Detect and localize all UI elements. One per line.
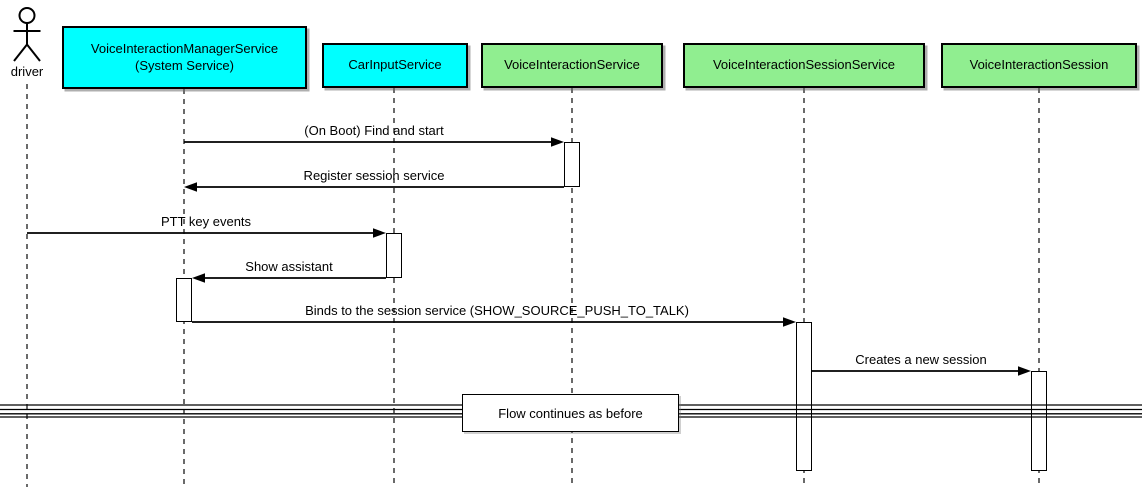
- participant-box-voiceinteractionservice: VoiceInteractionService: [481, 43, 663, 88]
- activation-bar-voiceinteractionsessionservice: [796, 322, 812, 471]
- message-arrow-register-session-service: [184, 182, 564, 192]
- divider-label-box: Flow continues as before: [462, 394, 679, 432]
- message-arrow-show-assistant: [192, 273, 386, 283]
- message-label-creates-a-new-session: Creates a new session: [855, 352, 987, 367]
- message-arrow-ptt-key-events: [27, 228, 386, 238]
- actor-label: driver: [10, 64, 44, 79]
- participant-box-carinputservice: CarInputService: [322, 43, 468, 88]
- message-label-show-assistant: Show assistant: [245, 259, 333, 274]
- activation-bar-voiceinteractionmanagerservice: [176, 278, 192, 322]
- participant-box-voiceinteractionmanagerservice: VoiceInteractionManagerService (System S…: [62, 26, 307, 89]
- activation-bar-voiceinteractionservice: [564, 142, 580, 187]
- participant-label: VoiceInteractionManagerService: [90, 40, 279, 56]
- message-label-ptt-key-events: PTT key events: [160, 214, 252, 229]
- participant-sublabel: (System Service): [135, 57, 234, 73]
- activation-bar-carinputservice: [386, 233, 402, 278]
- participant-label: VoiceInteractionSessionService: [712, 57, 896, 73]
- message-arrow-creates-a-new-session: [812, 366, 1031, 376]
- participant-label: VoiceInteractionSession: [969, 57, 1109, 73]
- participant-label: VoiceInteractionService: [504, 57, 640, 73]
- message-arrow-binds-to-session-service: [192, 317, 796, 327]
- participant-label: CarInputService: [348, 57, 442, 73]
- divider-label-text: Flow continues as before: [498, 405, 643, 421]
- participant-box-voiceinteractionsessionservice: VoiceInteractionSessionService: [683, 43, 925, 88]
- activation-bar-voiceinteractionsession: [1031, 371, 1047, 471]
- participant-box-voiceinteractionsession: VoiceInteractionSession: [941, 43, 1137, 88]
- message-label-binds-to-session-service: Binds to the session service (SHOW_SOURC…: [305, 303, 689, 318]
- message-label-register-session-service: Register session service: [303, 168, 445, 183]
- message-arrow-on-boot-find-and-start: [184, 137, 564, 147]
- actor-icon: [13, 7, 41, 62]
- message-label-on-boot-find-and-start: (On Boot) Find and start: [304, 123, 444, 138]
